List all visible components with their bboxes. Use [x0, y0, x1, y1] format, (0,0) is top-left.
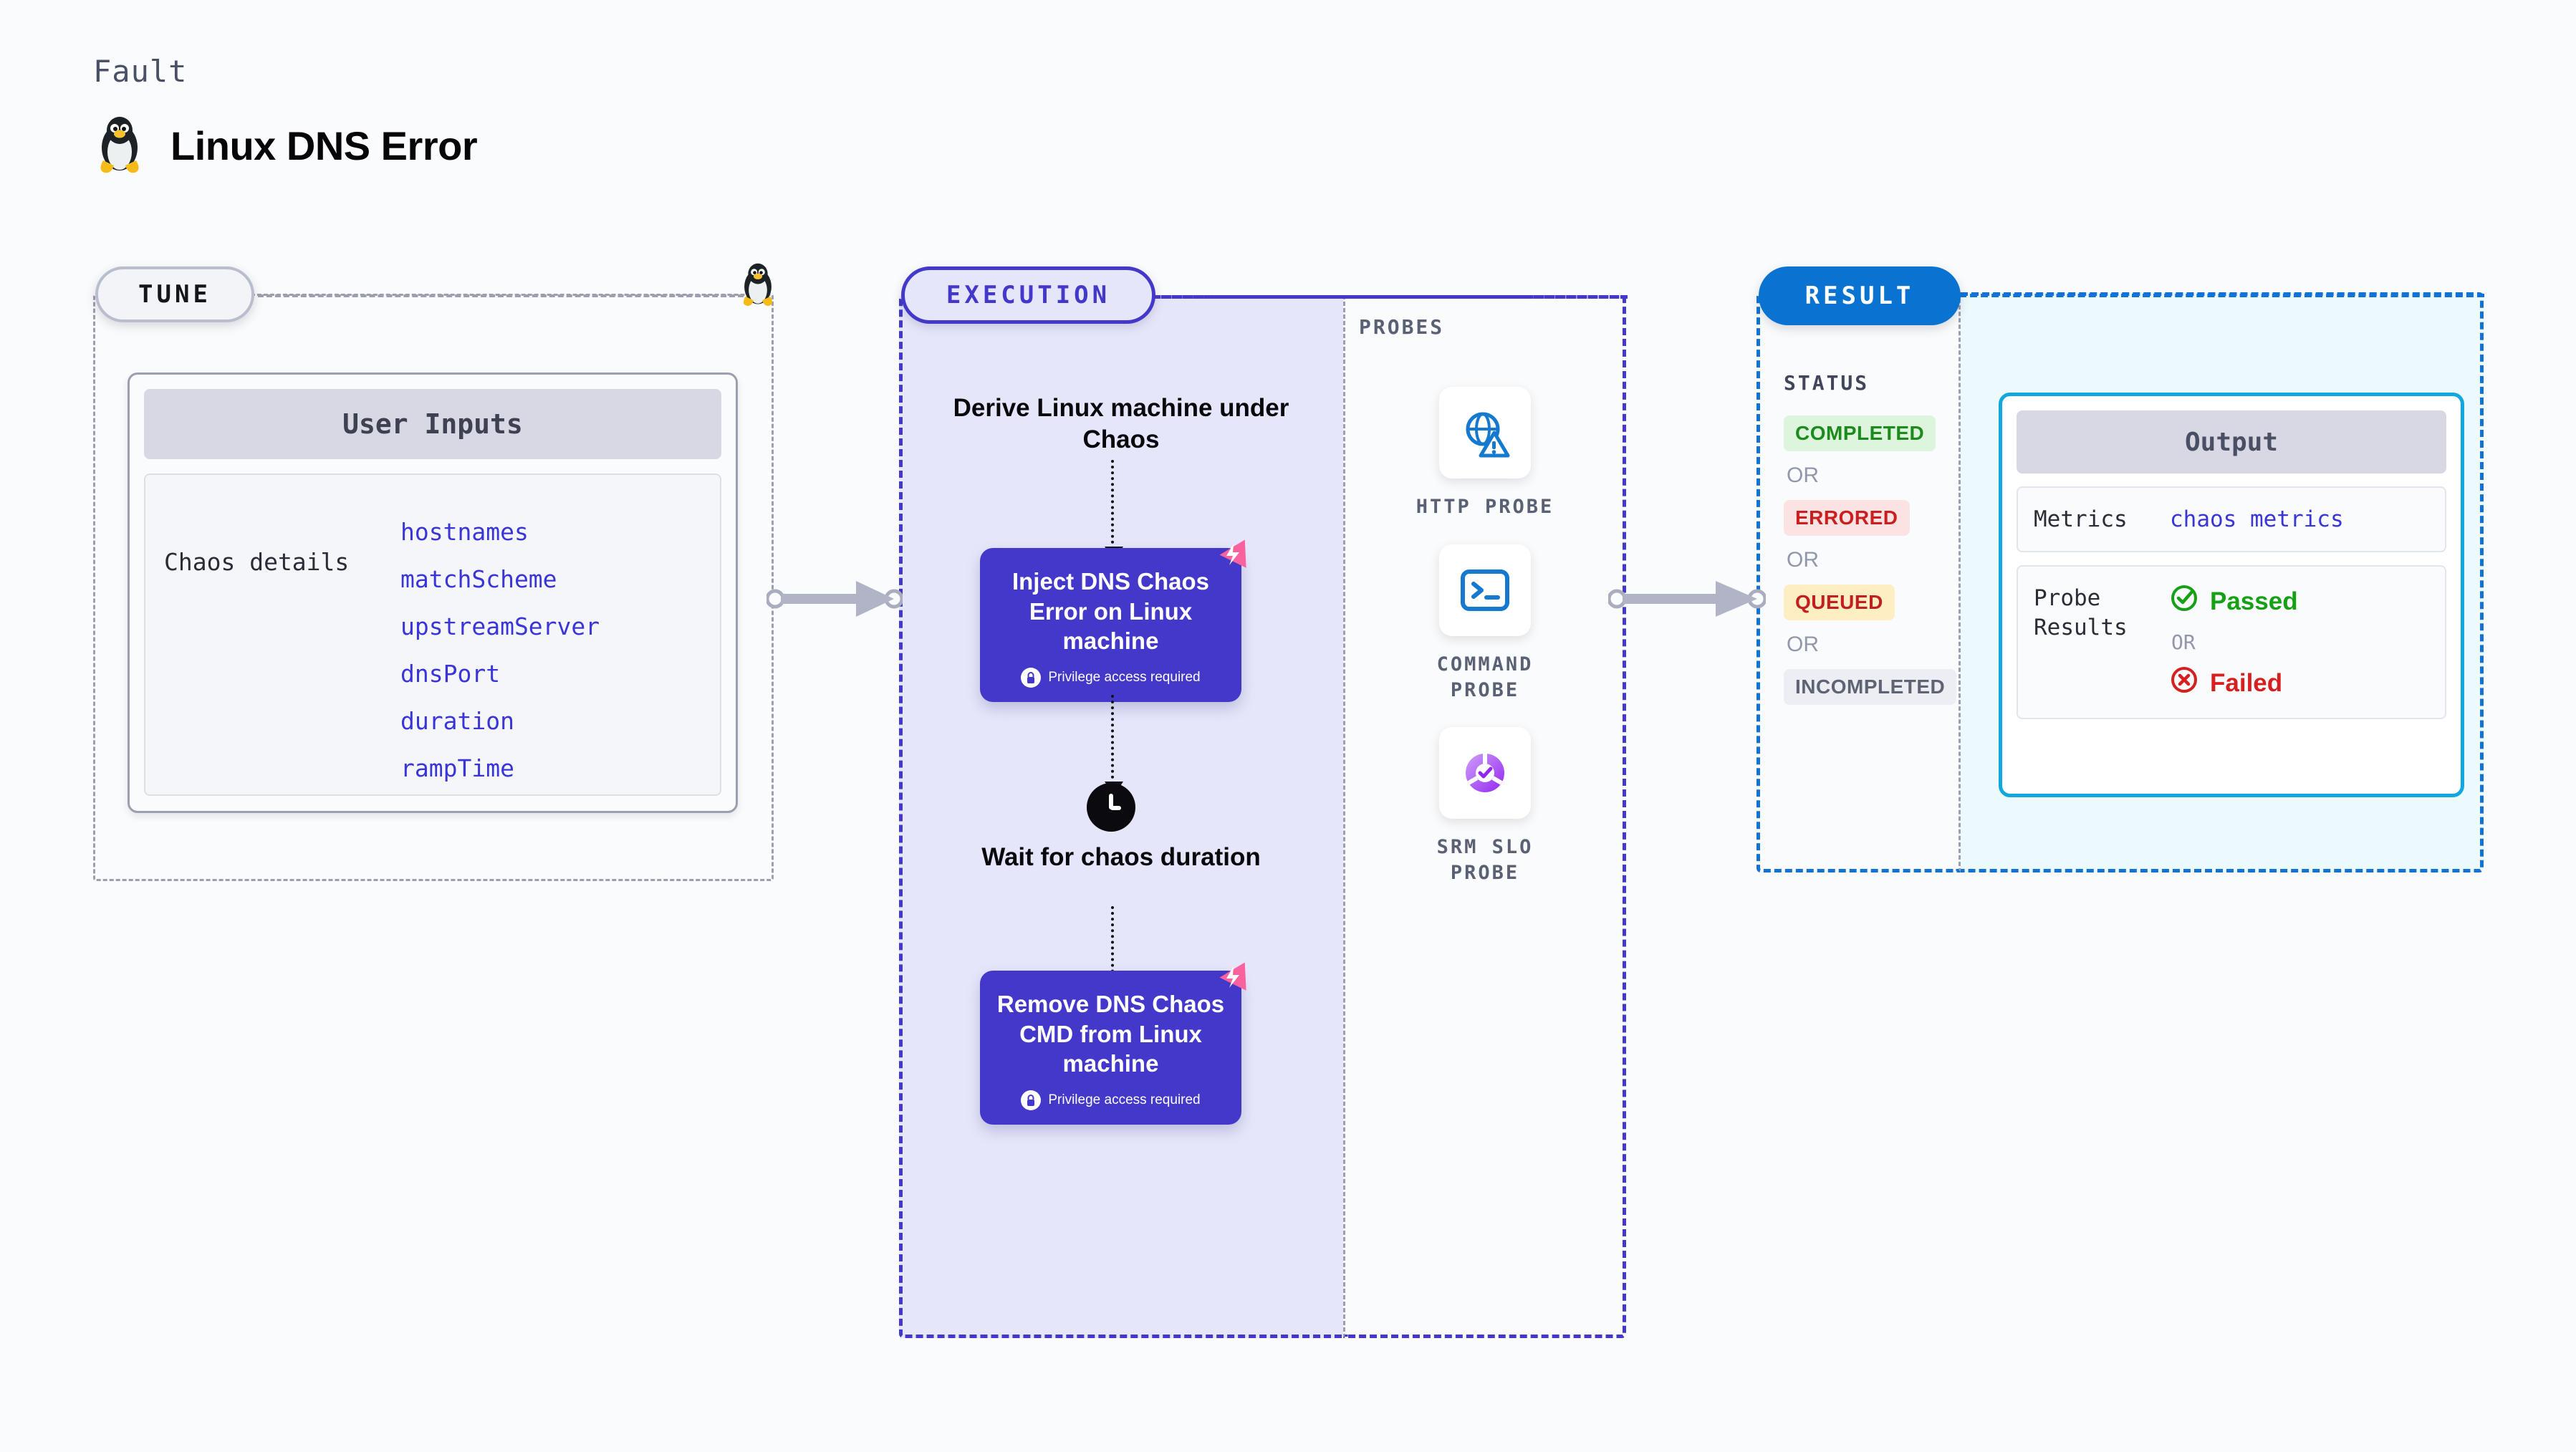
passed-label: Passed: [2210, 587, 2298, 615]
probe-results-values: Passed OR Failed: [2170, 584, 2298, 701]
action-card-title: Inject DNS Chaos Error on Linux machine: [1011, 568, 1210, 655]
chaos-badge-icon: [1209, 532, 1254, 577]
metrics-value[interactable]: chaos metrics: [2170, 506, 2344, 532]
probe-label: COMMAND PROBE: [1436, 653, 1534, 702]
probe-result-failed: Failed: [2170, 665, 2298, 701]
status-badge-queued: QUEUED: [1784, 585, 1895, 620]
linux-tux-icon: [93, 115, 146, 176]
stage-pill-execution[interactable]: EXECUTION: [901, 266, 1155, 324]
input-field-upstreamserver[interactable]: upstreamServer: [400, 612, 600, 640]
page-title-row: Linux DNS Error: [93, 115, 478, 176]
probe-command[interactable]: COMMAND PROBE: [1395, 544, 1575, 704]
output-row-metrics: Metrics chaos metrics: [2017, 486, 2446, 553]
probe-result-passed: Passed: [2170, 584, 2298, 619]
clock-icon: [1087, 783, 1135, 835]
status-or-3: OR: [1787, 633, 1819, 656]
x-circle-icon: [2170, 665, 2198, 701]
probe-http[interactable]: HTTP PROBE: [1395, 387, 1575, 520]
probe-results-or: OR: [2171, 630, 2196, 655]
status-badge-errored: ERRORED: [1784, 500, 1910, 536]
chaos-details-label: Chaos details: [164, 548, 350, 576]
status-list: COMPLETED OR ERRORED OR QUEUED OR INCOMP…: [1784, 415, 1957, 705]
metrics-key: Metrics: [2034, 506, 2128, 532]
action-card-remove[interactable]: Remove DNS Chaos CMD from Linux machine …: [980, 962, 1246, 1125]
probe-label: SRM SLO PROBE: [1436, 836, 1534, 885]
action-card-inject[interactable]: Inject DNS Chaos Error on Linux machine …: [980, 539, 1246, 702]
user-inputs-card: User Inputs Chaos details hostnames matc…: [128, 372, 738, 813]
derive-caption: Derive Linux machine under Chaos: [953, 394, 1289, 453]
failed-label: Failed: [2210, 668, 2283, 697]
execution-connector-line: [1153, 295, 1628, 299]
flow-arrow-probes-to-result: [1607, 577, 1767, 624]
linux-tux-marker-icon: [738, 261, 778, 312]
input-field-hostnames[interactable]: hostnames: [400, 518, 529, 546]
probes-label: PROBES: [1359, 315, 1445, 339]
status-or-1: OR: [1787, 463, 1819, 487]
privilege-note-label: Privilege access required: [1048, 1092, 1201, 1107]
status-panel: [1756, 292, 1961, 872]
globe-warning-icon: [1439, 387, 1531, 479]
lock-icon: [1021, 667, 1042, 688]
flow-arrow-tune-to-execution: [765, 577, 904, 624]
status-label: STATUS: [1784, 371, 1870, 395]
privilege-note: Privilege access required: [993, 667, 1229, 688]
user-inputs-title: User Inputs: [144, 389, 721, 459]
flow-connector-2: [1105, 695, 1123, 796]
input-field-ramptime[interactable]: rampTime: [400, 754, 514, 782]
output-title: Output: [2017, 410, 2446, 473]
privilege-note-label: Privilege access required: [1048, 669, 1201, 685]
lock-icon: [1021, 1090, 1042, 1110]
output-row-probe-results: Probe Results Passed OR: [2017, 565, 2446, 720]
privilege-note: Privilege access required: [993, 1090, 1229, 1110]
probe-label: HTTP PROBE: [1416, 496, 1554, 518]
slo-donut-check-icon: [1439, 727, 1531, 819]
stage-pill-tune[interactable]: TUNE: [95, 266, 254, 322]
tune-connector-line: [258, 294, 752, 297]
chaos-details-fields: hostnames matchScheme upstreamServer dns…: [400, 499, 600, 782]
wait-caption: Wait for chaos duration: [981, 843, 1261, 871]
chaos-badge-icon: [1209, 955, 1254, 999]
user-inputs-body: Chaos details hostnames matchScheme upst…: [144, 473, 721, 796]
page-kicker: Fault: [93, 54, 188, 89]
status-badge-incompleted: INCOMPLETED: [1784, 669, 1957, 705]
input-field-matchscheme[interactable]: matchScheme: [400, 565, 557, 593]
probe-srm-slo[interactable]: SRM SLO PROBE: [1395, 727, 1575, 887]
flow-connector-1: [1105, 460, 1123, 561]
stage-pill-result[interactable]: RESULT: [1759, 266, 1961, 325]
action-card-title: Remove DNS Chaos CMD from Linux machine: [996, 991, 1225, 1077]
input-field-dnsport[interactable]: dnsPort: [400, 660, 501, 688]
input-field-duration[interactable]: duration: [400, 707, 514, 735]
probe-results-key: Probe Results: [2034, 585, 2128, 640]
status-or-2: OR: [1787, 548, 1819, 572]
output-card: Output Metrics chaos metrics Probe Resul…: [1999, 393, 2464, 797]
result-connector-line: [1959, 294, 2484, 297]
check-circle-icon: [2170, 584, 2198, 619]
page-title: Linux DNS Error: [170, 122, 478, 168]
terminal-icon: [1439, 544, 1531, 636]
status-badge-completed: COMPLETED: [1784, 415, 1936, 451]
